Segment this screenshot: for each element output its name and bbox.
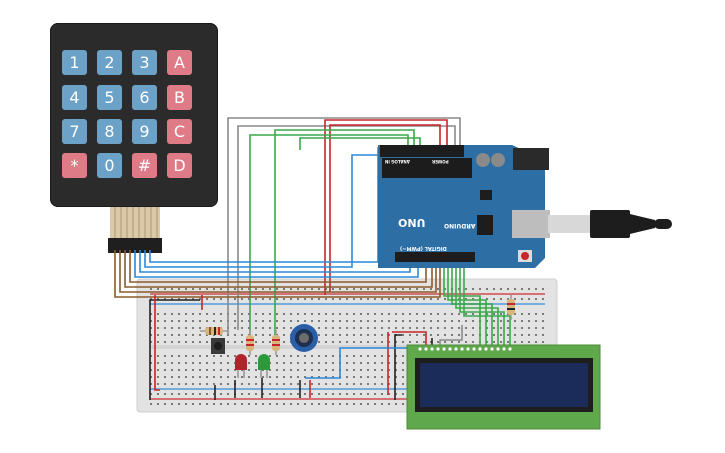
led-green[interactable] (258, 354, 270, 378)
keypad-ribbon (108, 205, 162, 253)
lcd-16x2[interactable] (406, 344, 601, 430)
usb-cable[interactable] (548, 210, 672, 238)
header-bottom (395, 252, 475, 262)
power-jack (513, 148, 549, 170)
keypad-key[interactable]: 1 (62, 50, 87, 75)
arduino-digital-label: DIGITAL (PWM~) (400, 245, 447, 251)
header-digital (380, 145, 440, 157)
atmega-chip (382, 158, 472, 178)
arduino-brand-label: ARDUINO (444, 222, 476, 229)
keypad-key[interactable]: C (167, 119, 192, 144)
keypad-key[interactable]: 7 (62, 119, 87, 144)
keypad-key[interactable]: B (167, 85, 192, 110)
keypad-key[interactable]: 9 (132, 119, 157, 144)
potentiometer[interactable] (290, 324, 318, 352)
usb-port (512, 210, 550, 238)
keypad-key[interactable]: A (167, 50, 192, 75)
lcd-pins (418, 347, 512, 351)
resistor-led-green[interactable] (272, 330, 280, 355)
keypad-header-connector (108, 238, 162, 253)
keypad-key[interactable]: D (167, 153, 192, 178)
arduino-power-label: POWER (432, 159, 449, 164)
keypad-key[interactable]: 5 (97, 85, 122, 110)
arduino-uno-board[interactable] (378, 145, 550, 268)
resistor-led-red[interactable] (246, 330, 254, 355)
keypad-key[interactable]: 4 (62, 85, 87, 110)
keypad-key[interactable]: 2 (97, 50, 122, 75)
keypad-key[interactable]: 8 (97, 119, 122, 144)
keypad-key[interactable]: 6 (132, 85, 157, 110)
resistor-pullup[interactable] (200, 327, 228, 335)
arduino-analog-label: ANALOG IN (385, 159, 410, 164)
led-red[interactable] (235, 354, 247, 378)
keypad-key[interactable]: * (62, 153, 87, 178)
keypad-key[interactable]: 0 (97, 153, 122, 178)
keypad-key[interactable]: # (132, 153, 157, 178)
resistor-lcd-backlight[interactable] (507, 295, 515, 320)
header-power-top (426, 145, 464, 157)
keypad-key[interactable]: 3 (132, 50, 157, 75)
arduino-model-label: UNO (398, 216, 426, 229)
lcd-screen (420, 363, 588, 407)
pushbutton[interactable] (211, 338, 225, 354)
